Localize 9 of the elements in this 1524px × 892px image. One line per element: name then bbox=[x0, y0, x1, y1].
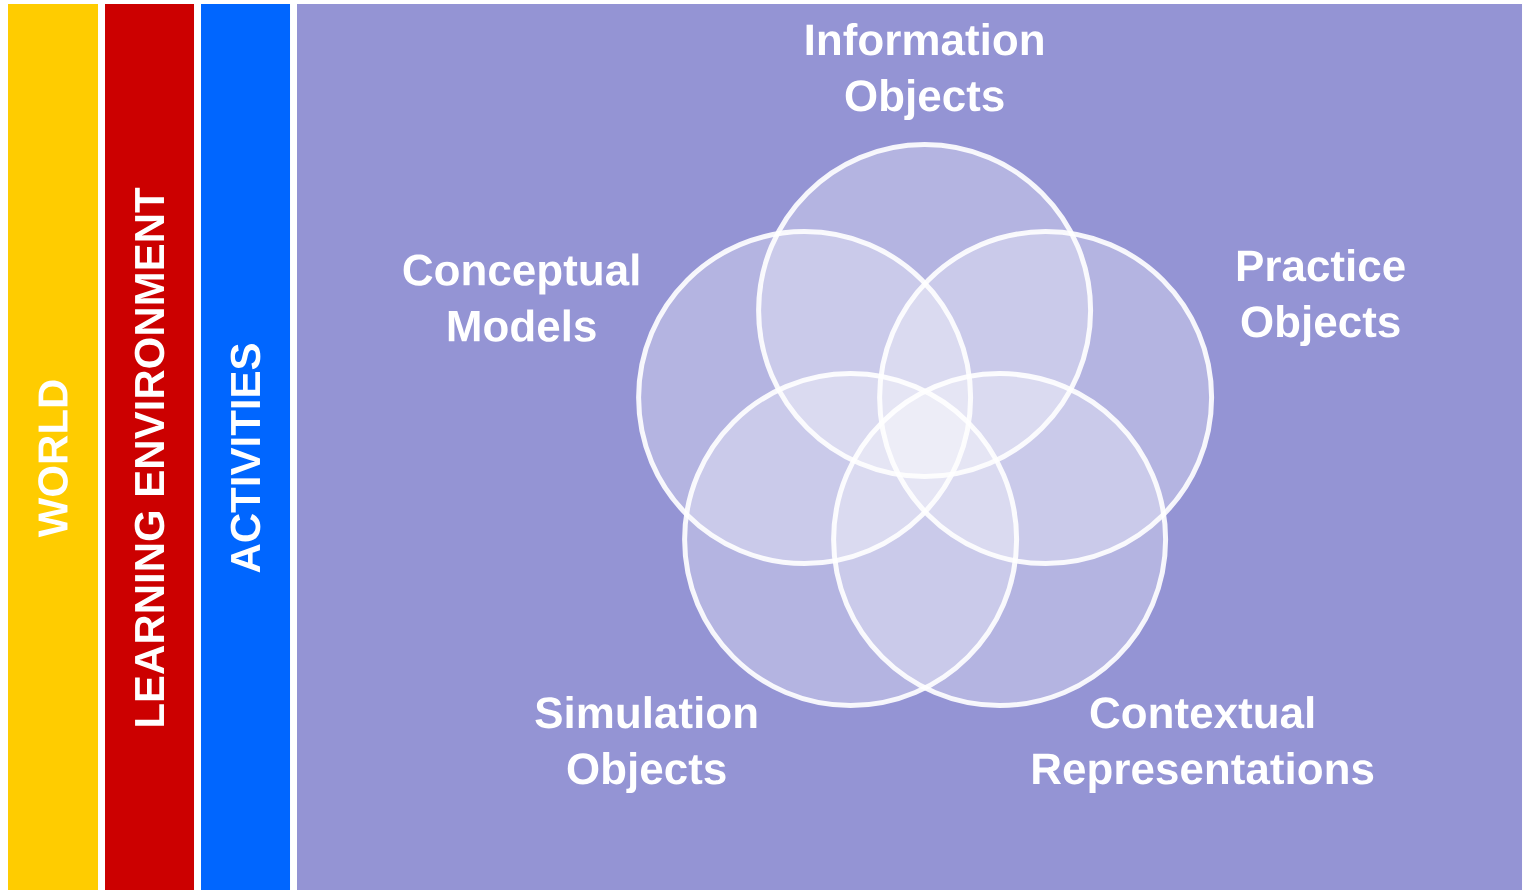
circle-label: Information Objects bbox=[806, 23, 1043, 121]
vertical-band: LEARNING ENVIRONMENT bbox=[105, 4, 194, 890]
vertical-band: ACTIVITIES bbox=[201, 4, 290, 890]
circle-label: Conceptual Models bbox=[403, 253, 639, 342]
circle-label: Practice Objects bbox=[1237, 249, 1405, 347]
circle-label: Contextual Representations bbox=[1033, 696, 1374, 794]
vertical-band: WORLD bbox=[8, 4, 98, 890]
panel-background bbox=[297, 4, 1522, 890]
circle-label: Simulation Objects bbox=[535, 696, 757, 794]
